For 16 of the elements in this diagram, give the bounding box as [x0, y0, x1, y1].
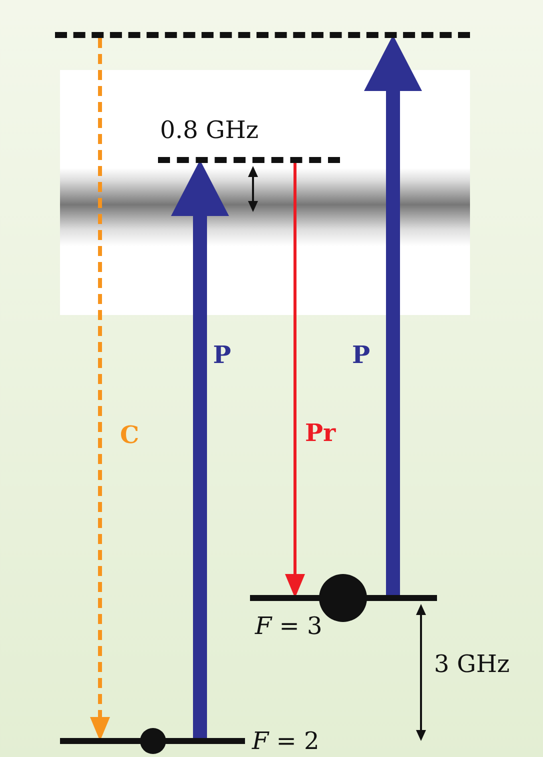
energy-level-line — [250, 595, 437, 601]
level-label: F = 3 — [255, 612, 322, 640]
level-label: F = 2 — [252, 727, 320, 755]
frequency-label: 0.8 GHz — [160, 116, 259, 144]
edge-label: P — [213, 340, 232, 369]
transition-arrow — [171, 160, 229, 738]
frequency-label: 3 GHz — [434, 650, 510, 678]
energy-level-line — [60, 738, 245, 744]
virtual-level-line — [158, 157, 340, 163]
transition-arrow — [364, 35, 422, 595]
edge-label: P — [352, 340, 370, 369]
transition-arrow — [90, 38, 110, 741]
virtual-level-line — [55, 32, 470, 38]
edge-label: Pr — [305, 418, 336, 447]
transition-arrow — [285, 163, 305, 598]
edge-label: C — [120, 420, 140, 449]
